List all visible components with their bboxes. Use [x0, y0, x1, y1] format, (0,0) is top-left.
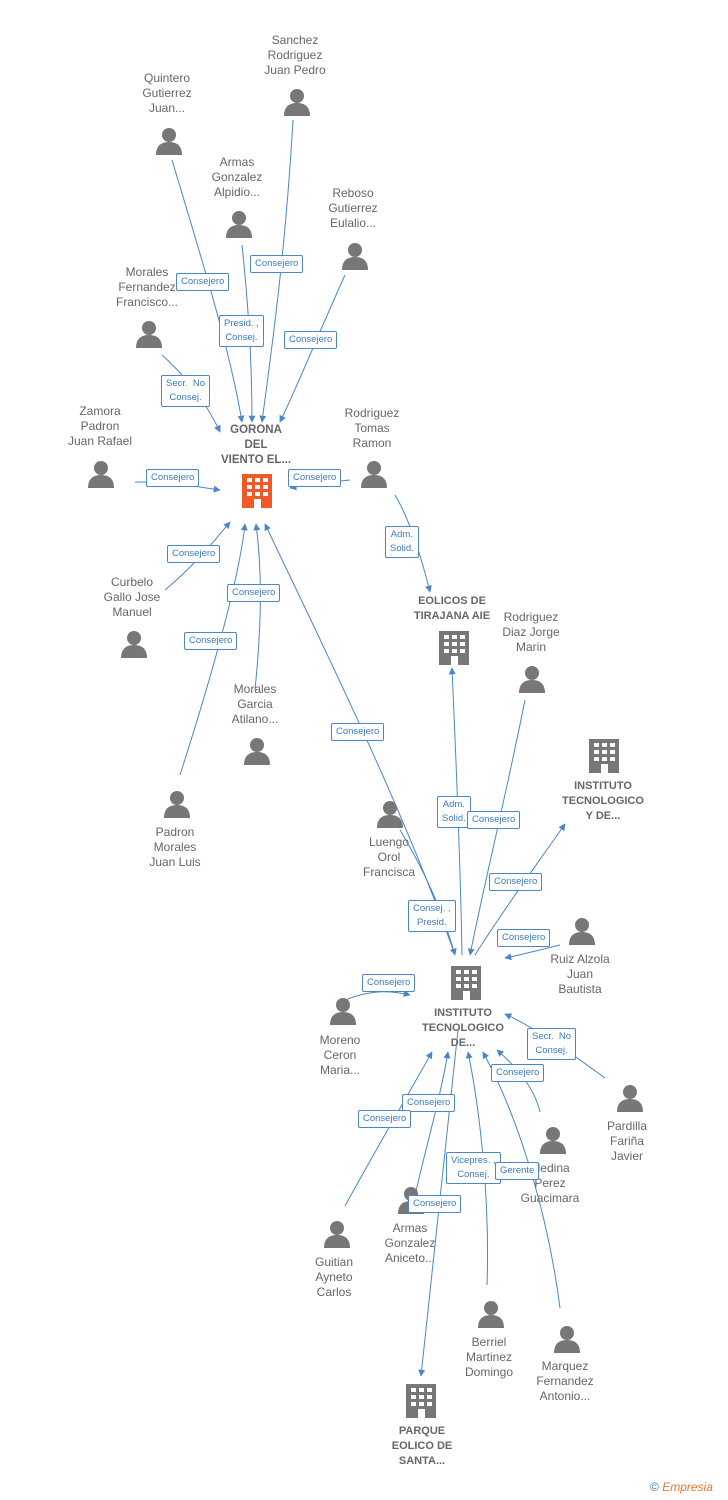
copyright-icon: ©	[650, 1480, 659, 1494]
person-label-armas-aniceto[interactable]: Armas Gonzalez Aniceto...	[384, 1221, 436, 1265]
person-icon	[226, 211, 252, 238]
person-label-rodriguez-diaz[interactable]: Rodriguez Diaz Jorge Marin	[502, 610, 560, 654]
role-tag-secr-no-consej: Secr. No Consej.	[527, 1028, 577, 1060]
role-tag-presid-consej: Presid. , Consej.	[219, 315, 264, 347]
person-label-morales-atilano[interactable]: Morales Garcia Atilano...	[231, 682, 279, 726]
person-icon	[361, 461, 387, 488]
person-label-zamora[interactable]: Zamora Padron Juan Rafael	[67, 404, 133, 448]
role-tag-consejero: Consejero	[497, 929, 551, 947]
role-tag-vicepres-consej: Vicepres. , Consej.	[446, 1152, 501, 1184]
person-label-medina[interactable]: Medina Perez Guacimara	[520, 1161, 580, 1205]
edge-instituto-main-eolicos	[448, 667, 463, 956]
company-label-instituto-main[interactable]: INSTITUTO TECNOLOGICO DE...	[422, 1007, 504, 1049]
edge-moreno-instituto-main	[344, 990, 411, 1001]
person-icon	[164, 791, 190, 818]
building-icon	[439, 631, 469, 665]
person-icon	[377, 801, 403, 828]
person-label-rodriguez-tomas[interactable]: Rodriguez Tomas Ramon	[344, 406, 400, 450]
person-label-luengo[interactable]: Luengo Orol Francisca	[362, 835, 415, 879]
person-label-marquez[interactable]: Marquez Fernandez Antonio...	[536, 1359, 594, 1403]
building-icon	[242, 474, 272, 508]
person-icon	[478, 1301, 504, 1328]
footer-brand[interactable]: © Empresia	[650, 1480, 713, 1494]
person-label-ruiz[interactable]: Ruiz Alzola Juan Bautista	[550, 952, 610, 996]
person-icon	[284, 89, 310, 116]
person-label-moreno[interactable]: Moreno Ceron Maria...	[319, 1033, 361, 1077]
person-icon	[554, 1326, 580, 1353]
edge-morales-atilano-gorona	[253, 523, 261, 691]
company-label-eolicos[interactable]: EOLICOS DE TIRAJANA AIE	[413, 595, 491, 622]
edge-rodriguez-diaz-instituto-main	[467, 699, 526, 956]
role-tag-consejero: Consejero	[227, 584, 281, 602]
role-tag-consejero: Consejero	[331, 723, 385, 741]
role-tag-consejero: Consejero	[184, 632, 238, 650]
person-label-padron[interactable]: Padron Morales Juan Luis	[149, 825, 201, 869]
role-tag-consejero: Consejero	[402, 1094, 456, 1112]
person-icon	[540, 1127, 566, 1154]
person-label-berriel[interactable]: Berriel Martinez Domingo	[464, 1335, 514, 1379]
role-tag-consejero: Consejero	[146, 469, 200, 487]
person-icon	[569, 918, 595, 945]
edge-guitian-instituto-main	[344, 1051, 433, 1207]
role-tag-consejero: Consejero	[362, 974, 416, 992]
edge-sanchez-gorona	[259, 119, 294, 423]
role-tag-secr-no-consej: Secr. No Consej.	[161, 375, 211, 407]
person-icon	[121, 631, 147, 658]
person-label-morales-francisco[interactable]: Morales Fernandez Francisco...	[115, 265, 178, 309]
role-tag-consejero: Consejero	[467, 811, 521, 829]
role-tag-consejero: Consejero	[408, 1195, 462, 1213]
person-label-quintero[interactable]: Quintero Gutierrez Juan...	[142, 71, 192, 115]
edge-marquez-instituto-main	[482, 1051, 561, 1309]
role-tag-gerente: Gerente	[495, 1162, 540, 1180]
person-icon	[136, 321, 162, 348]
building-icons	[242, 474, 619, 1418]
edge-padron-gorona	[179, 523, 248, 776]
person-icon	[617, 1085, 643, 1112]
edge-ruiz-instituto-main	[504, 944, 561, 961]
role-tag-consejero: Consejero	[250, 255, 304, 273]
person-icon	[156, 128, 182, 155]
edge-luengo-instituto-main	[399, 829, 457, 956]
person-icon	[330, 998, 356, 1025]
role-tag-consejero: Consejero	[491, 1064, 545, 1082]
brand-name: Empresia	[662, 1480, 713, 1494]
edge-reboso-gorona	[279, 274, 346, 423]
person-label-guitian[interactable]: Guitian Ayneto Carlos	[314, 1255, 354, 1299]
person-icon	[342, 243, 368, 270]
company-label-instituto-top[interactable]: INSTITUTO TECNOLOGICO Y DE...	[562, 780, 644, 822]
role-tag-consej-presid: Consej. , Presid.	[408, 900, 456, 932]
building-icon	[451, 966, 481, 1000]
person-icon	[244, 738, 270, 765]
company-label-gorona[interactable]: GORONA DEL VIENTO EL...	[220, 424, 292, 466]
person-label-armas-alpidio[interactable]: Armas Gonzalez Alpidio...	[211, 155, 263, 199]
person-label-reboso[interactable]: Reboso Gutierrez Eulalio...	[328, 186, 378, 230]
person-icon	[88, 461, 114, 488]
building-icon	[406, 1384, 436, 1418]
edge-quintero-gorona	[171, 159, 245, 423]
person-label-curbelo[interactable]: Curbelo Gallo Jose Manuel	[103, 575, 161, 619]
person-icon	[519, 666, 545, 693]
edges	[134, 119, 606, 1377]
role-tag-consejero: Consejero	[489, 873, 543, 891]
role-tag-consejero: Consejero	[358, 1110, 412, 1128]
person-label-pardilla[interactable]: Pardilla Fariña Javier	[606, 1119, 648, 1163]
role-tag-consejero: Consejero	[176, 273, 230, 291]
edge-armas-aniceto-instituto-main	[414, 1051, 451, 1197]
role-tag-consejero: Consejero	[167, 545, 221, 563]
person-icon	[324, 1221, 350, 1248]
role-tag-adm-solid: Adm. Solid.	[437, 796, 471, 828]
building-icon	[589, 739, 619, 773]
role-tag-consejero: Consejero	[284, 331, 338, 349]
person-label-sanchez[interactable]: Sanchez Rodriguez Juan Pedro	[264, 33, 326, 77]
role-tag-consejero: Consejero	[288, 469, 342, 487]
role-tag-adm-solid: Adm. Solid.	[385, 526, 419, 558]
company-label-parque[interactable]: PARQUE EOLICO DE SANTA...	[391, 1425, 453, 1467]
edge-instituto-main-parque	[418, 1029, 459, 1377]
